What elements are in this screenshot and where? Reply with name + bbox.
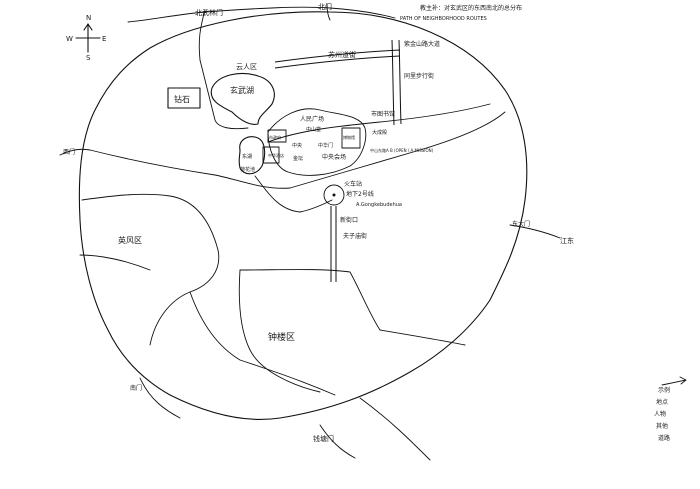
label-south-a: 新街口 bbox=[340, 216, 358, 224]
gate-west: 西门 bbox=[63, 148, 75, 156]
district-inner-lake: 东湖 bbox=[242, 153, 252, 160]
label-circle-sub: A.Gongkebudehua bbox=[356, 202, 402, 208]
box-left-marker bbox=[167, 87, 201, 109]
gate-north-right: 北门 bbox=[318, 2, 332, 11]
compass-n: N bbox=[86, 14, 91, 22]
road-top bbox=[204, 6, 396, 19]
gate-north: 北武林门 bbox=[195, 8, 223, 17]
inner-road-10 bbox=[189, 291, 336, 396]
side-note-5: 道路 bbox=[658, 434, 670, 442]
district-south: 钟楼区 bbox=[268, 331, 295, 343]
label-office: 中华酒店 bbox=[268, 152, 284, 158]
station-dot bbox=[332, 193, 336, 197]
vertical-avenue-right bbox=[398, 39, 402, 125]
inner-road-4 bbox=[267, 103, 491, 143]
road-south-out bbox=[319, 424, 356, 459]
road-top-left bbox=[127, 11, 206, 23]
district-box-left: 钻石 bbox=[174, 94, 190, 104]
road-southeast bbox=[359, 397, 431, 461]
side-note-1: 示例 bbox=[658, 386, 670, 394]
street-vertical: 同里步行街 bbox=[404, 72, 434, 80]
label-circle-top: 火车站 bbox=[344, 180, 362, 188]
inner-road-5 bbox=[254, 175, 333, 213]
side-note-4: 其他 bbox=[656, 422, 668, 430]
legend-arrow bbox=[661, 376, 687, 386]
road-west-out bbox=[59, 148, 91, 156]
side-note-3: 人物 bbox=[654, 410, 666, 418]
inner-road-3 bbox=[289, 111, 506, 189]
north-street-lower bbox=[274, 55, 401, 69]
inner-road-1 bbox=[199, 59, 249, 130]
compass-rose: N S W E bbox=[66, 14, 106, 62]
city-wall-outline bbox=[78, 11, 528, 420]
note-top-right-2: PATH OF NEIGHBORHOOD ROUTES bbox=[400, 16, 487, 22]
label-square: 中华门 bbox=[318, 142, 333, 149]
label-circle: 地下2号线 bbox=[346, 190, 374, 198]
street-vertical-top: 紫金山路大道 bbox=[404, 40, 440, 48]
gate-south: 钱塘门 bbox=[313, 434, 334, 443]
label-arrow: 大成殿 bbox=[372, 129, 387, 136]
vertical-avenue-left bbox=[391, 39, 395, 126]
district-far-right: 江东 bbox=[560, 236, 574, 245]
district-inner-lake-sub: 荷花池 bbox=[240, 166, 255, 173]
compass-e: E bbox=[102, 35, 106, 43]
label-square-left: 中央 bbox=[292, 142, 302, 149]
label-gold: 金坛 bbox=[293, 155, 303, 162]
note-top-right: 教主补：对玄武区的东西南北的总分布 bbox=[420, 4, 522, 12]
road-sw-out bbox=[139, 377, 181, 419]
gate-southwest: 南门 bbox=[130, 384, 142, 392]
label-gov: 市政府 bbox=[269, 134, 281, 140]
lake-outline bbox=[210, 72, 275, 125]
label-museum: 市图书馆 bbox=[371, 110, 395, 118]
note-center: 中山东路A B (OPEN / A MISSION) bbox=[370, 147, 434, 153]
station-circle bbox=[323, 184, 345, 206]
district-lake: 玄武湖 bbox=[230, 85, 254, 95]
district-southwest: 英风区 bbox=[118, 235, 142, 245]
district-lake-north: 云人区 bbox=[236, 63, 257, 71]
central-park-outline bbox=[267, 108, 367, 176]
side-note-2: 地点 bbox=[656, 398, 668, 406]
road-north-right bbox=[326, 3, 331, 21]
gov-box bbox=[267, 129, 287, 143]
label-center: 人民广场 bbox=[300, 115, 324, 123]
road-east-out bbox=[509, 224, 561, 239]
road-north bbox=[198, 9, 206, 61]
inner-road-6 bbox=[81, 193, 220, 346]
label-south-b: 夫子庙街 bbox=[343, 232, 367, 240]
inner-road-7 bbox=[239, 269, 381, 331]
inner-road-8 bbox=[238, 269, 321, 393]
label-museum-box: 博物馆 bbox=[343, 134, 355, 140]
street-north: 苏州道街 bbox=[328, 50, 356, 59]
north-street-upper bbox=[274, 49, 401, 63]
gate-east: 东大门 bbox=[512, 220, 530, 228]
label-center-right: 中央会场 bbox=[322, 153, 346, 161]
square-box bbox=[262, 146, 280, 164]
inner-road-9 bbox=[379, 329, 466, 346]
compass-s: S bbox=[86, 54, 91, 62]
inner-road-11 bbox=[79, 254, 151, 271]
museum-box bbox=[341, 127, 361, 149]
label-center-sub: 中山堂 bbox=[306, 126, 321, 133]
inner-pond bbox=[238, 136, 266, 175]
compass-w: W bbox=[66, 35, 73, 43]
inner-road-2 bbox=[89, 149, 291, 189]
